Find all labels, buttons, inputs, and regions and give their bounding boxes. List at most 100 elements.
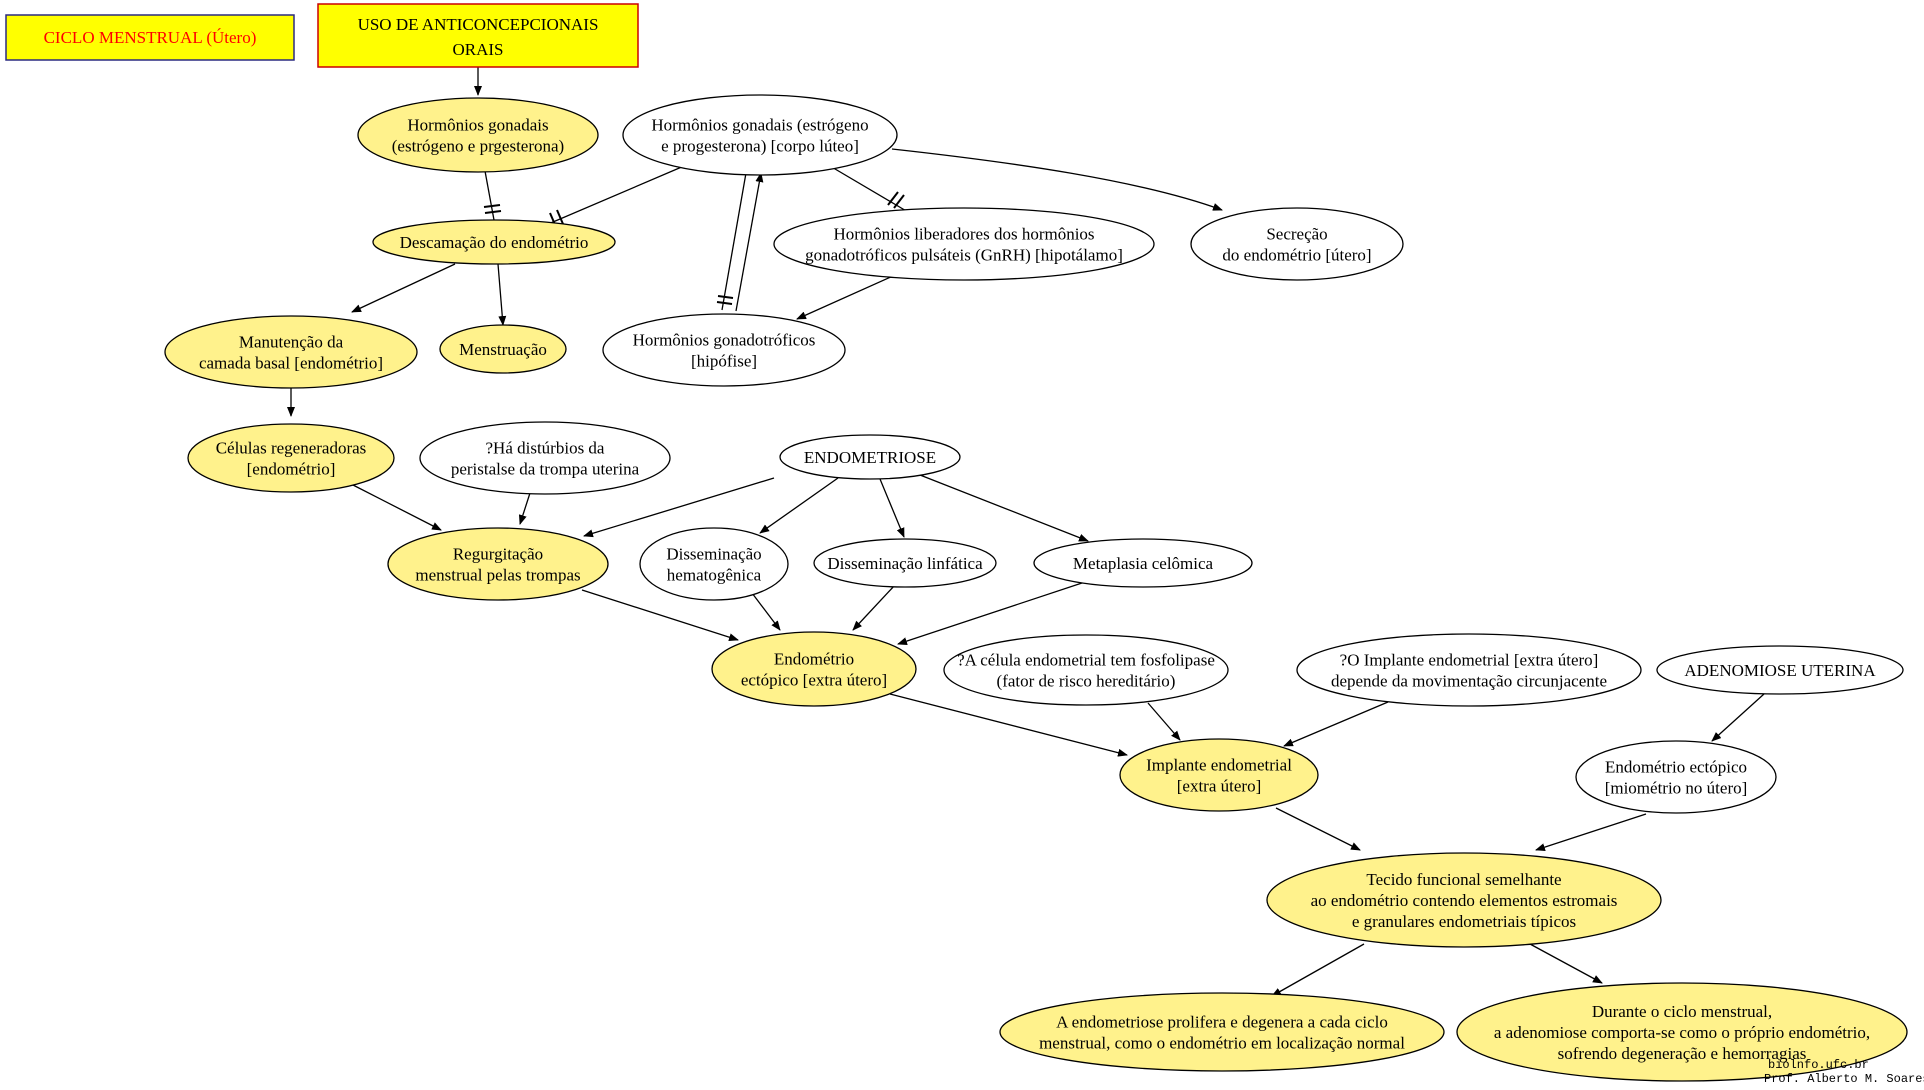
edge-endometriose-to-linfatica xyxy=(879,478,905,538)
edge-endometriose-to-regurgitacao xyxy=(583,477,775,538)
edge-disturbios-to-regurgitacao xyxy=(518,492,531,525)
node-label: peristalse da trompa uterina xyxy=(451,460,640,479)
node-label: Tecido funcional semelhante xyxy=(1366,870,1561,889)
node-horm-liberadores[interactable]: Hormônios liberadores dos hormôniosgonad… xyxy=(773,207,1155,281)
node-implante[interactable]: Implante endometrial [extra útero] xyxy=(1119,738,1319,812)
node-label: (estrógeno e prgesterona) xyxy=(392,137,564,156)
node-horm-gonadais[interactable]: Hormônios gonadais (estrógeno e prgestero… xyxy=(357,97,599,173)
node-label: depende da movimentação circunjacente xyxy=(1331,672,1607,691)
box-uso-anticoncepcionais[interactable]: USO DE ANTICONCEPCIONAIS ORAIS xyxy=(317,3,639,68)
node-shape xyxy=(387,527,609,601)
node-label: Secreção xyxy=(1266,225,1327,244)
node-label: Hormônios gonadais (estrógeno xyxy=(651,116,868,135)
edge-tecido-to-durante xyxy=(1529,943,1603,984)
edge-ectopico-to-implante xyxy=(889,693,1128,757)
node-durante[interactable]: Durante o ciclo menstrual,a adenomiose c… xyxy=(1456,982,1908,1082)
node-celula-fosfo[interactable]: ?A célula endometrial tem fosfolipase (fa… xyxy=(943,634,1229,706)
node-menstruacao[interactable]: Menstruação xyxy=(439,324,567,374)
node-label: Descamação do endométrio xyxy=(400,233,589,252)
node-label: Regurgitação xyxy=(453,545,543,564)
node-shape xyxy=(1656,645,1904,695)
node-shape xyxy=(602,313,846,387)
node-label: e granulares endometriais típicos xyxy=(1352,912,1576,931)
node-shape xyxy=(1266,852,1662,948)
node-shape xyxy=(1296,633,1642,707)
node-shape xyxy=(622,94,898,176)
node-horm-gonadotroficos[interactable]: Hormônios gonadotróficos [hipófise] xyxy=(602,313,846,387)
node-prolifera[interactable]: A endometriose prolifera e degenera a ca… xyxy=(999,992,1445,1072)
node-label: [hipófise] xyxy=(691,352,757,371)
node-adenomiose[interactable]: ADENOMIOSE UTERINA xyxy=(1656,645,1904,695)
edge-hematogenica-to-ectopico xyxy=(751,592,781,631)
edge-celulas-to-regurgitacao xyxy=(352,484,442,531)
node-shape xyxy=(943,634,1229,706)
edge-descamacao-to-menstruacao xyxy=(497,263,507,326)
node-label: Endométrio ectópico xyxy=(1605,758,1747,777)
node-label: Durante o ciclo menstrual, xyxy=(1592,1002,1772,1021)
node-shape xyxy=(711,631,917,707)
node-shape xyxy=(1190,207,1404,281)
node-secrecao[interactable]: Secreção do endométrio [útero] xyxy=(1190,207,1404,281)
node-descamacao[interactable]: Descamação do endométrio xyxy=(372,219,616,265)
node-label: ?A célula endometrial tem fosfolipase xyxy=(957,651,1215,670)
node-shape xyxy=(1575,740,1777,814)
node-label: e progesterona) [corpo lúteo] xyxy=(661,137,859,156)
credits: biolnfo.ufc.br Prof. Alberto M. Soares xyxy=(1764,1058,1924,1086)
node-label: hematogênica xyxy=(667,566,762,585)
node-label: ADENOMIOSE UTERINA xyxy=(1684,661,1876,680)
node-label: do endométrio [útero] xyxy=(1222,246,1371,265)
edge-fosfolipase-to-implante xyxy=(1147,702,1181,741)
box-uso-label-1: USO DE ANTICONCEPCIONAIS xyxy=(358,15,599,34)
edge-linfatica-to-ectopico xyxy=(852,584,896,631)
node-label: Disseminação linfática xyxy=(827,554,983,573)
credit-author: Prof. Alberto M. Soares xyxy=(1764,1072,1924,1086)
node-tecido[interactable]: Tecido funcional semelhante ao endométrio… xyxy=(1266,852,1662,948)
node-label: ENDOMETRIOSE xyxy=(804,448,936,467)
node-celulas-reg[interactable]: Células regeneradoras[endométrio] xyxy=(187,423,395,493)
node-shape xyxy=(1119,738,1319,812)
node-shape xyxy=(187,423,395,493)
node-label: Disseminação xyxy=(666,545,761,564)
node-label: Implante endometrial xyxy=(1146,756,1292,775)
node-label: [miométrio no útero] xyxy=(1605,779,1748,798)
node-endom-ectopico-mio[interactable]: Endométrio ectópico [miométrio no útero] xyxy=(1575,740,1777,814)
edge-liberadores-to-gonadotroficos xyxy=(796,275,894,320)
edge-movimentacao-to-implante xyxy=(1283,701,1389,747)
edge-implante-to-tecido xyxy=(1275,807,1361,851)
node-label: Menstruação xyxy=(459,340,547,359)
edge-corpo-luteo-to-descamacao xyxy=(545,165,685,226)
node-shape xyxy=(357,97,599,173)
node-shape xyxy=(813,538,997,588)
node-label: Hormônios gonadais xyxy=(407,116,548,135)
node-shape xyxy=(439,324,567,374)
credit-site: biolnfo.ufc.br xyxy=(1768,1058,1869,1072)
node-label: sofrendo degeneração e hemorragias xyxy=(1558,1044,1807,1063)
node-endometriose[interactable]: ENDOMETRIOSE xyxy=(779,434,961,480)
edges xyxy=(287,66,1765,997)
node-label: Hormônios gonadotróficos xyxy=(633,331,816,350)
node-implante-mov[interactable]: ?O Implante endometrial [extra útero]dep… xyxy=(1296,633,1642,707)
edge-corpo-luteo-to-gonadotroficos xyxy=(721,172,747,311)
node-label: ectópico [extra útero] xyxy=(741,671,887,690)
node-label: ao endométrio contendo elementos estroma… xyxy=(1311,891,1618,910)
node-label: Células regeneradoras xyxy=(216,439,367,458)
node-dissem-hemat[interactable]: Disseminação hematogênica xyxy=(639,527,789,601)
node-horm-gonadais-cl[interactable]: Hormônios gonadais (estrógeno e progester… xyxy=(622,94,898,176)
box-ciclo-menstrual[interactable]: CICLO MENSTRUAL (Útero) xyxy=(5,14,295,61)
node-shape xyxy=(999,992,1445,1072)
node-label: [extra útero] xyxy=(1177,777,1261,796)
node-shape xyxy=(372,219,616,265)
edge-tecido-to-prolifera xyxy=(1271,943,1365,997)
node-metaplasia[interactable]: Metaplasia celômica xyxy=(1033,538,1253,588)
node-dissem-linf[interactable]: Disseminação linfática xyxy=(813,538,997,588)
edge-corpo-luteo-to-secrecao xyxy=(891,148,1223,211)
edge-endometriose-to-hematogenica xyxy=(759,477,839,534)
node-label: camada basal [endométrio] xyxy=(199,354,383,373)
node-label: (fator de risco hereditário) xyxy=(997,672,1176,691)
node-label: Hormônios liberadores dos hormônios xyxy=(833,225,1094,244)
